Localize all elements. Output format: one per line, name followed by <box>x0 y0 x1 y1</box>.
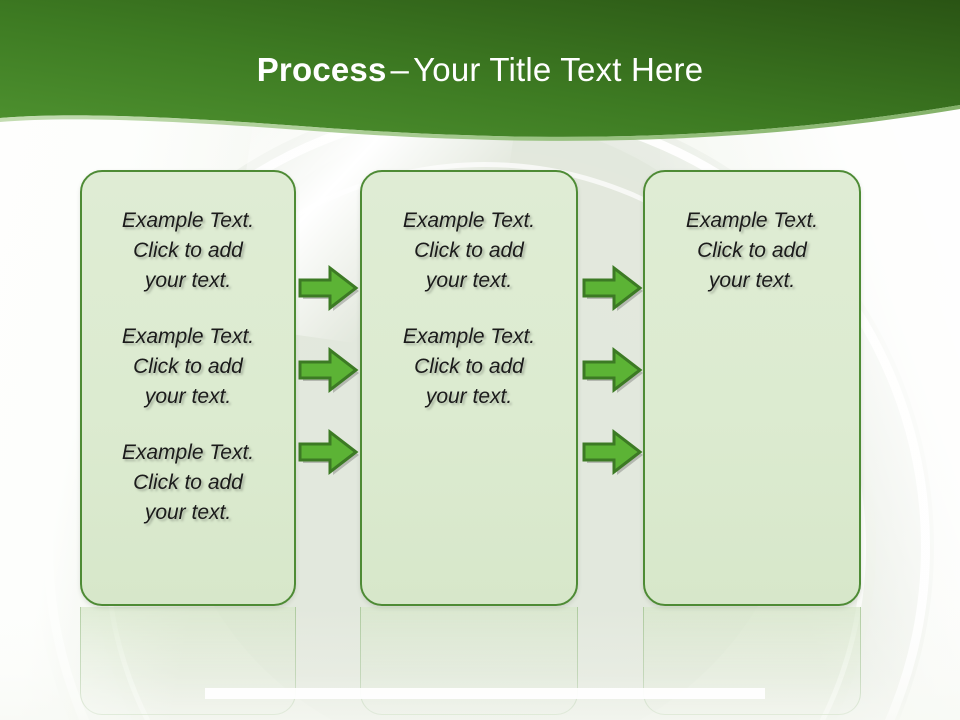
right-arrow-icon[interactable] <box>581 264 643 312</box>
stage-1-text-block-2[interactable]: Example Text. Click to add your text. <box>121 325 255 408</box>
right-arrow-icon[interactable] <box>297 428 359 476</box>
right-arrow-icon[interactable] <box>297 264 359 312</box>
stage-2-text-block-1[interactable]: Example Text. Click to add your text. <box>402 209 536 292</box>
slide-header-band: Process–Your Title Text Here <box>0 0 960 152</box>
stage-1-text-block-1[interactable]: Example Text. Click to add your text. <box>121 209 255 292</box>
page-title: Process–Your Title Text Here <box>0 50 960 90</box>
process-stage-2[interactable]: Example Text. Click to add your text. Ex… <box>360 170 578 606</box>
right-arrow-icon[interactable] <box>297 346 359 394</box>
process-stage-3-body: Example Text. Click to add your text. <box>645 206 859 296</box>
stage-2-text-block-2[interactable]: Example Text. Click to add your text. <box>402 325 536 408</box>
right-arrow-icon[interactable] <box>581 346 643 394</box>
page-title-strong: Process <box>256 51 387 88</box>
page-title-dash: – <box>390 51 410 88</box>
process-stage-1-body: Example Text. Click to add your text. Ex… <box>82 206 294 528</box>
process-stage-1[interactable]: Example Text. Click to add your text. Ex… <box>80 170 296 606</box>
page-title-rest: Your Title Text Here <box>413 51 704 88</box>
stage-1-text-block-3[interactable]: Example Text. Click to add your text. <box>121 441 255 524</box>
right-arrow-icon[interactable] <box>581 428 643 476</box>
process-stage-3[interactable]: Example Text. Click to add your text. <box>643 170 861 606</box>
process-stage-2-body: Example Text. Click to add your text. Ex… <box>362 206 576 412</box>
stage-3-text-block-1[interactable]: Example Text. Click to add your text. <box>685 209 819 292</box>
background-bottom-bar <box>205 688 765 699</box>
